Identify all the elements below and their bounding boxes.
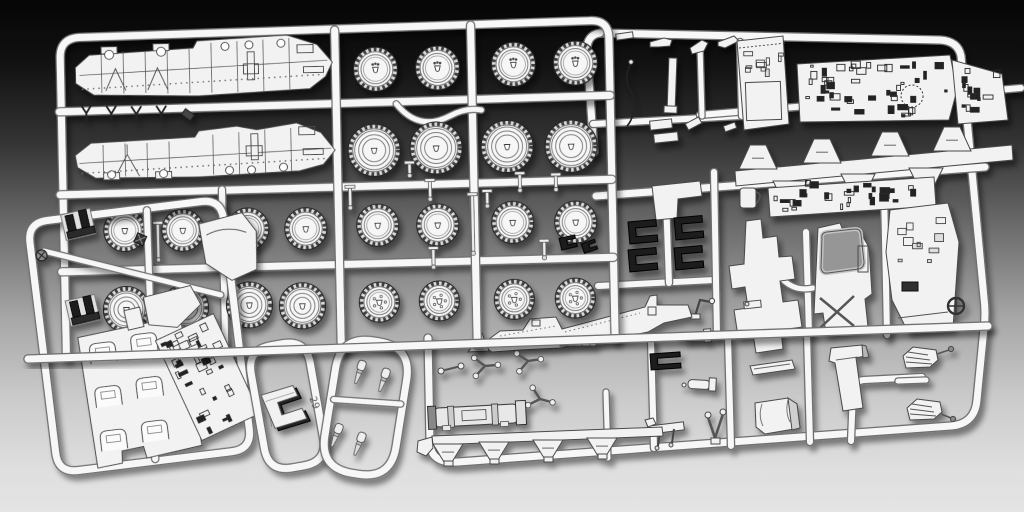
wheel-part [493, 278, 535, 320]
axle-pin-part [481, 188, 493, 209]
sprue-right [416, 28, 1024, 467]
hull-side-part [74, 34, 333, 97]
surface-greebles [743, 51, 784, 77]
axle-pin-part [514, 171, 526, 193]
mudguard-part [198, 212, 258, 281]
wheel-part [356, 203, 400, 247]
bracket-part [684, 116, 703, 131]
wheel-part [554, 200, 598, 244]
clip-part [627, 219, 659, 245]
wheel-part [418, 280, 460, 322]
axle-pin-part [404, 160, 415, 179]
lid-part [749, 359, 796, 376]
sprue-left-main [54, 15, 620, 361]
wheel-arch-detail [99, 428, 129, 452]
clip-part [627, 247, 659, 273]
hull-top-panel-part [796, 54, 958, 123]
wheel-part [352, 46, 399, 92]
wheel-arch-detail [94, 385, 123, 408]
greebled-panel-part [154, 313, 261, 442]
clip-part [673, 215, 705, 241]
axle-pin-part [344, 184, 356, 211]
hook-part [105, 105, 118, 123]
wheel-part [409, 121, 463, 175]
wheel-part [480, 119, 534, 174]
surface-greebles [773, 179, 927, 212]
wheel-part [552, 40, 598, 86]
wheel-arch-detail [130, 332, 159, 356]
gusset-part [802, 138, 842, 164]
wire-antenna-part [625, 62, 636, 127]
wheel-part [278, 282, 326, 330]
axle-pin-part [152, 220, 164, 263]
strip-part [615, 31, 634, 41]
wheel-part [358, 281, 400, 323]
wheel-arch-detail [140, 419, 170, 443]
cylinder-part [687, 379, 711, 390]
mudguard-part [142, 284, 202, 328]
small-part [123, 306, 145, 331]
hull-panel-part [736, 35, 790, 131]
c-channel-part [260, 384, 312, 432]
surface-greebles [897, 217, 947, 264]
strip-foot [663, 105, 678, 114]
bracket-part [649, 118, 673, 131]
fender-rail-part [734, 144, 1014, 187]
u-bracket-part [59, 207, 97, 241]
wheel-part [161, 208, 205, 252]
hook-part [155, 105, 168, 123]
gusset-part [738, 144, 778, 170]
wheel-arch-detail [135, 375, 165, 399]
linkage-fork-part [513, 350, 545, 375]
axle-pin-part [550, 172, 562, 193]
clip-part [673, 245, 705, 271]
wheel-part [491, 200, 535, 244]
clip-part [558, 234, 578, 251]
hook-part [80, 104, 93, 123]
box-part [739, 187, 757, 209]
surface-greebles [805, 60, 948, 118]
bullet-part [353, 431, 367, 456]
surface-greebles [961, 67, 1001, 113]
master-runner [23, 321, 993, 364]
wheel-part [416, 203, 460, 247]
angled-part [717, 35, 740, 49]
axle-pin-part [427, 246, 439, 270]
sprue-capsule [319, 335, 413, 480]
gusset-part [932, 126, 972, 152]
wheel-part [490, 41, 536, 87]
u-bracket-part [64, 293, 101, 328]
bullet-part [378, 367, 391, 393]
hook-part [130, 105, 143, 124]
linkage-fork-part [524, 384, 556, 409]
bullet-part [354, 359, 367, 385]
axle-pin-part [424, 178, 436, 202]
bullet-part [330, 422, 344, 448]
clip-part [580, 238, 599, 255]
elbow-part [649, 37, 673, 48]
bracket-part [653, 131, 679, 144]
wire-tip [628, 59, 634, 65]
small-part [722, 121, 738, 133]
wheel-part [544, 119, 598, 173]
wheel-part [414, 45, 461, 91]
strip-part [666, 57, 678, 111]
elbow-part [689, 39, 709, 55]
clip-part [649, 351, 682, 371]
x-clip-part [133, 232, 148, 247]
linkage-fork-part [471, 354, 502, 380]
hull-side-part [74, 122, 336, 179]
axle-pin-part [538, 238, 550, 261]
wheel-part [347, 123, 401, 177]
jack-part [693, 298, 712, 317]
gusset-part [870, 131, 910, 157]
wheel-part [554, 277, 596, 319]
axle-pin-part [466, 192, 478, 256]
muffler-part [426, 399, 528, 432]
part-number-label: 29 [306, 395, 321, 411]
wheel-part [284, 207, 328, 251]
sprue-lower-left [24, 196, 261, 476]
surface-greebles [160, 322, 235, 435]
